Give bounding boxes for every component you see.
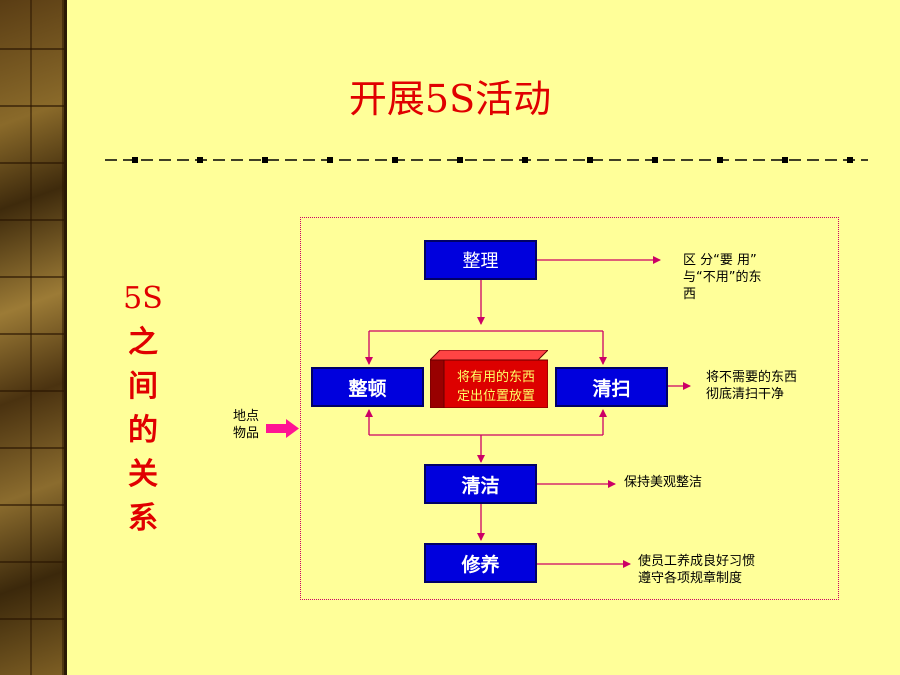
input-label-line: 物品 xyxy=(233,426,260,441)
input-label: 地点 物品 xyxy=(233,408,259,442)
side-title-char: 关 xyxy=(128,457,158,492)
side-title-char: 间 xyxy=(128,369,158,404)
note-line: 西 xyxy=(683,287,697,302)
node-seiso: 清扫 xyxy=(555,367,668,407)
node-shitsuke: 修养 xyxy=(424,543,537,583)
note-shitsuke: 使员工养成良好习惯 遵守各项规章制度 xyxy=(638,553,755,587)
input-arrow xyxy=(266,419,299,438)
side-title-char: 的 xyxy=(128,413,158,448)
center-box-line: 将有用的东西 xyxy=(456,370,535,385)
side-title-char: 系 xyxy=(128,501,158,536)
side-title-prefix: 5S xyxy=(123,281,163,316)
center-box-line: 定出位置放置 xyxy=(456,389,535,404)
side-title: 5S 之 间 的 关 系 xyxy=(118,277,168,541)
node-seiton: 整顿 xyxy=(311,367,424,407)
center-box-text: 将有用的东西 定出位置放置 xyxy=(444,368,548,406)
note-seiketsu: 保持美观整洁 xyxy=(624,474,702,491)
diagram-frame xyxy=(300,217,839,600)
node-seiketsu: 清洁 xyxy=(424,464,537,504)
note-line: 遵守各项规章制度 xyxy=(638,571,743,586)
note-line: 彻底清扫干净 xyxy=(706,387,785,402)
note-seiso: 将不需要的东西 彻底清扫干净 xyxy=(706,369,797,403)
note-line: 保持美观整洁 xyxy=(624,475,703,490)
note-line: 使员工养成良好习惯 xyxy=(638,554,756,569)
slide-title: 开展5S活动 xyxy=(348,77,552,121)
center-cube xyxy=(430,350,548,408)
input-label-line: 地点 xyxy=(233,409,260,424)
note-line: 与“不用”的东 xyxy=(683,270,762,285)
side-title-char: 之 xyxy=(128,325,158,360)
node-seiri: 整理 xyxy=(424,240,537,280)
note-line: 区 分“要 用” xyxy=(683,253,757,268)
note-seiri: 区 分“要 用” 与“不用”的东 西 xyxy=(683,252,761,303)
decorative-leaf-strip xyxy=(0,0,67,675)
note-line: 将不需要的东西 xyxy=(706,370,798,385)
